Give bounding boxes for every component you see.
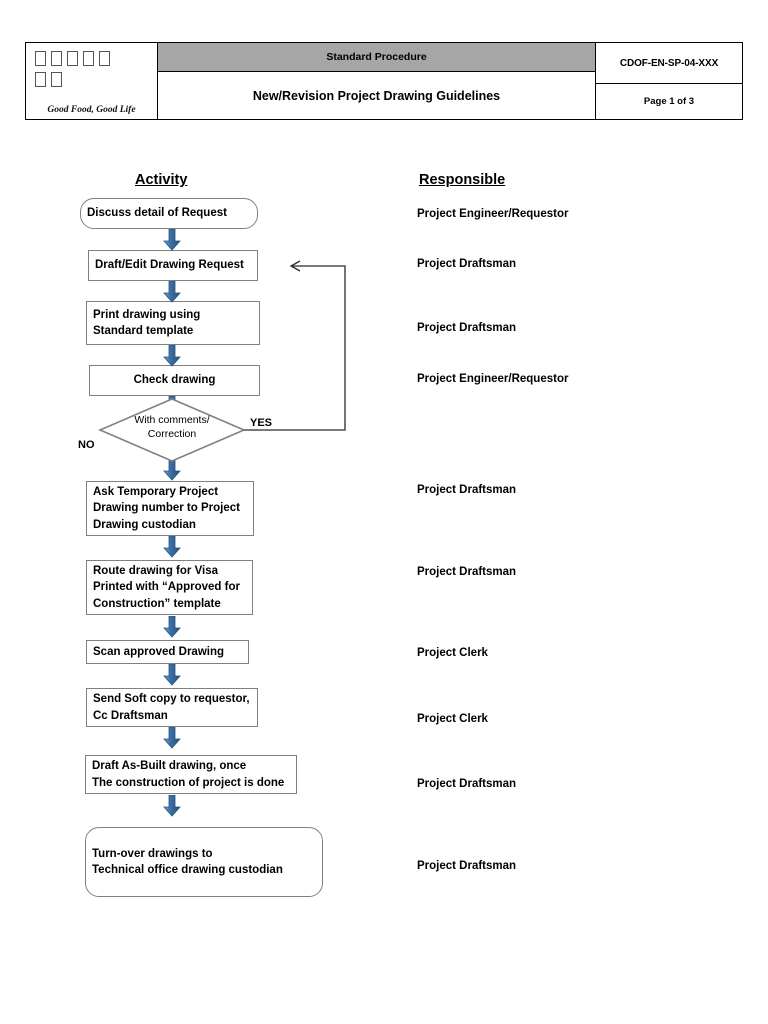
flow-node-asknum: Ask Temporary Project Drawing number to … bbox=[86, 481, 254, 536]
header-meta-cell: CDOF-EN-SP-04-XXX Page 1 of 3 bbox=[596, 43, 742, 119]
responsible-entry: Project Clerk bbox=[417, 647, 488, 659]
flow-arrow-down-icon bbox=[163, 459, 181, 481]
column-header-activity: Activity bbox=[135, 172, 188, 188]
flow-node-sendsoft: Send Soft copy to requestor, Cc Draftsma… bbox=[86, 688, 258, 727]
responsible-entry: Project Clerk bbox=[417, 713, 488, 725]
flow-arrow-down-icon bbox=[163, 664, 181, 686]
flow-node-draft: Draft/Edit Drawing Request bbox=[88, 250, 258, 281]
missing-glyph-icon bbox=[35, 72, 46, 87]
decision-branch-label-yes: YES bbox=[250, 417, 273, 429]
flow-node-check: Check drawing bbox=[89, 365, 260, 396]
document-type-label: Standard Procedure bbox=[158, 43, 595, 72]
responsible-entry: Project Draftsman bbox=[417, 778, 517, 790]
flow-arrow-down-icon bbox=[163, 229, 181, 251]
flow-decision-comments bbox=[98, 398, 246, 462]
flow-arrow-down-icon bbox=[163, 616, 181, 638]
responsible-entry: Project Draftsman bbox=[417, 322, 517, 334]
flow-arrow-down-icon bbox=[163, 536, 181, 558]
missing-glyph-icon bbox=[51, 51, 62, 66]
decision-branch-label-no: NO bbox=[78, 439, 95, 451]
logo-glyph-row-1 bbox=[26, 43, 157, 66]
header-title-cell: Standard Procedure New/Revision Project … bbox=[158, 43, 596, 119]
document-header-table: Good Food, Good Life Standard Procedure … bbox=[25, 42, 743, 120]
missing-glyph-icon bbox=[51, 72, 62, 87]
flow-arrow-down-icon bbox=[163, 281, 181, 303]
responsible-entry: Project Draftsman bbox=[417, 566, 517, 578]
flow-decision-label: With comments/ Correction bbox=[134, 414, 210, 441]
column-header-responsible: Responsible bbox=[419, 172, 506, 188]
flow-node-scan: Scan approved Drawing bbox=[86, 640, 249, 664]
header-logo-cell: Good Food, Good Life bbox=[26, 43, 158, 119]
flow-arrow-down-icon bbox=[163, 727, 181, 749]
flow-node-turnover: Turn-over drawings to Technical office d… bbox=[85, 827, 323, 897]
document-title: New/Revision Project Drawing Guidelines bbox=[252, 88, 501, 103]
page-number-label: Page 1 of 3 bbox=[643, 96, 695, 107]
flow-arrow-down-icon bbox=[163, 795, 181, 817]
missing-glyph-icon bbox=[35, 51, 46, 66]
flow-arrow-down-icon bbox=[163, 345, 181, 367]
responsible-entry: Project Draftsman bbox=[417, 484, 517, 496]
responsible-entry: Project Engineer/Requestor bbox=[417, 373, 569, 385]
responsible-entry: Project Draftsman bbox=[417, 860, 517, 872]
responsible-entry: Project Engineer/Requestor bbox=[417, 208, 569, 220]
missing-glyph-icon bbox=[83, 51, 94, 66]
responsible-entry: Project Draftsman bbox=[417, 258, 517, 270]
missing-glyph-icon bbox=[99, 51, 110, 66]
flow-node-print: Print drawing using Standard template bbox=[86, 301, 260, 345]
missing-glyph-icon bbox=[67, 51, 78, 66]
flow-node-asbuilt: Draft As-Built drawing, once The constru… bbox=[85, 755, 297, 794]
document-number: CDOF-EN-SP-04-XXX bbox=[596, 43, 742, 84]
flow-node-route: Route drawing for Visa Printed with “App… bbox=[86, 560, 253, 615]
logo-glyph-row-2 bbox=[26, 66, 157, 87]
logo-tagline: Good Food, Good Life bbox=[47, 105, 136, 115]
flow-node-discuss: Discuss detail of Request bbox=[80, 198, 258, 229]
